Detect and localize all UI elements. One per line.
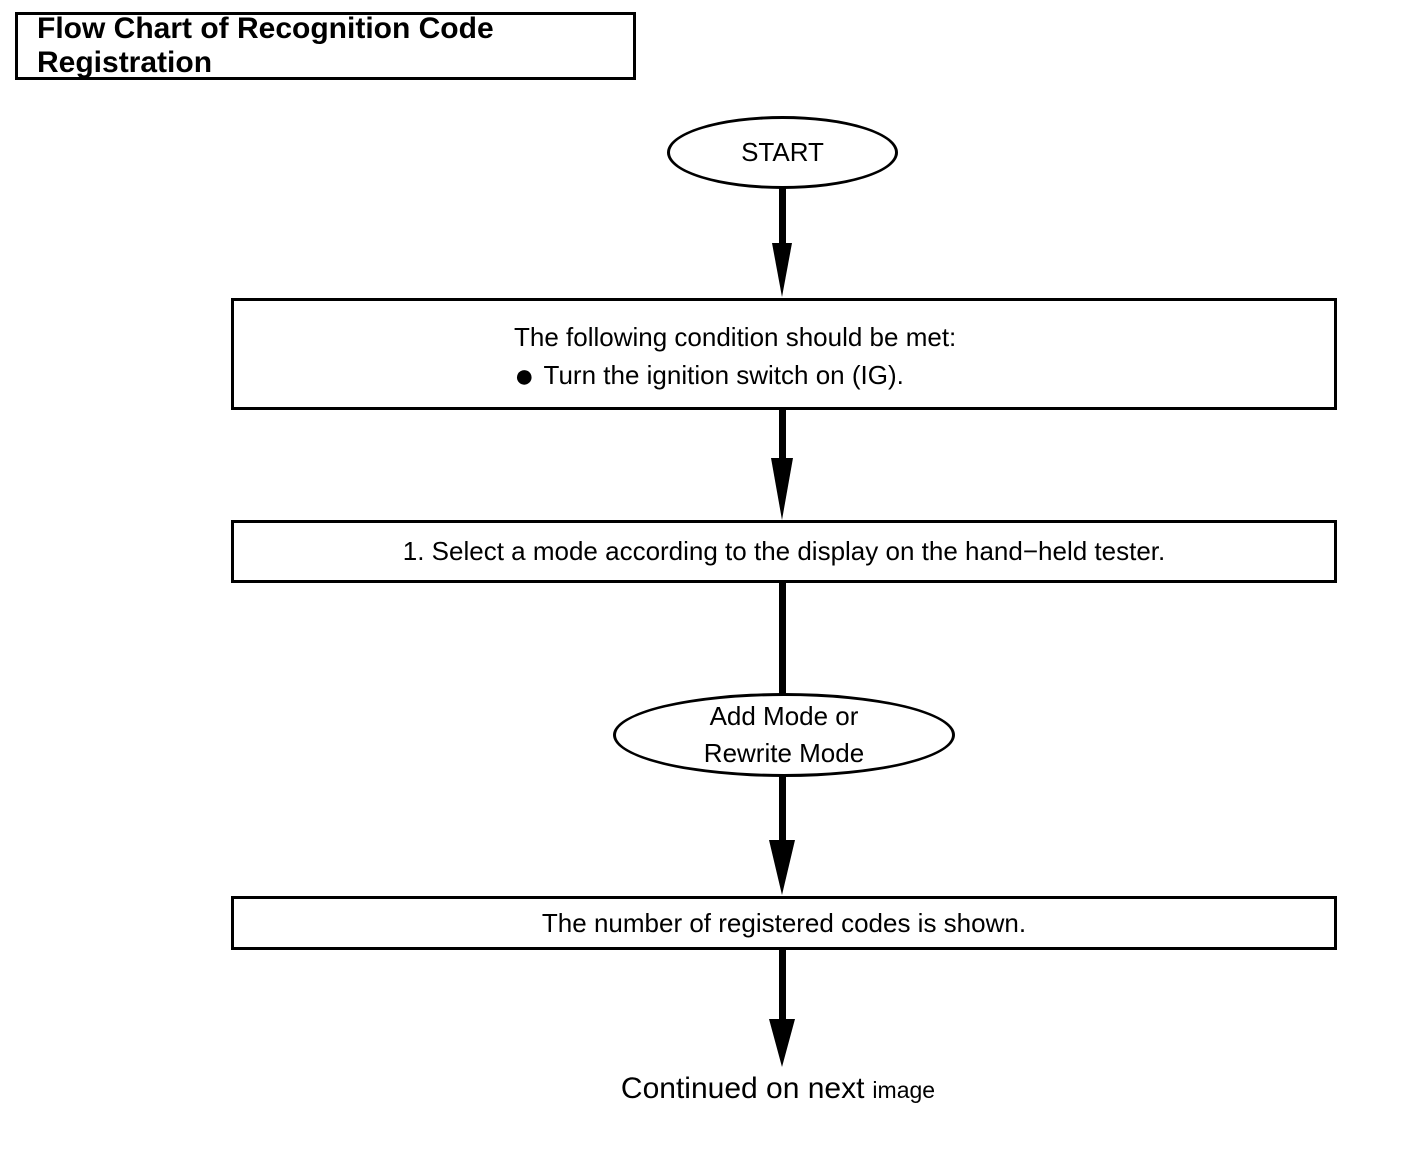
condition-line-1: The following condition should be met: [514, 322, 957, 352]
mode-line-1: Add Mode or [709, 701, 859, 731]
arrow-stem [779, 775, 786, 843]
condition-line-2-text: Turn the ignition switch on (IG). [543, 360, 904, 390]
arrow-stem [779, 948, 786, 1022]
continued-caption: Continued on next image [621, 1072, 935, 1106]
bullet-icon: ● [514, 357, 535, 395]
mode-ellipse: Add Mode or Rewrite Mode [613, 693, 955, 777]
continued-suffix: image [872, 1077, 936, 1103]
condition-box: The following condition should be met: ●… [231, 298, 1337, 410]
mode-line-2: Rewrite Mode [703, 738, 865, 768]
codes-box: The number of registered codes is shown. [231, 896, 1337, 950]
codes-label: The number of registered codes is shown. [541, 907, 1027, 938]
title-box: Flow Chart of Recognition Code Registrat… [15, 12, 636, 80]
arrow-stem [779, 186, 786, 246]
connector-select-to-mode [779, 581, 786, 695]
start-label: START [741, 137, 824, 167]
select-mode-box: 1. Select a mode according to the displa… [231, 520, 1337, 583]
continued-text: Continued on next [620, 1072, 865, 1105]
arrowhead-icon [771, 458, 793, 520]
page-title: Flow Chart of Recognition Code Registrat… [37, 12, 494, 79]
condition-line-2: ● Turn the ignition switch on (IG). [514, 356, 1334, 395]
arrowhead-icon [772, 243, 792, 297]
arrowhead-icon [769, 840, 795, 895]
arrowhead-icon [769, 1019, 795, 1067]
select-mode-label: 1. Select a mode according to the displa… [402, 536, 1166, 566]
arrow-stem [779, 408, 786, 461]
start-node: START [667, 116, 898, 189]
